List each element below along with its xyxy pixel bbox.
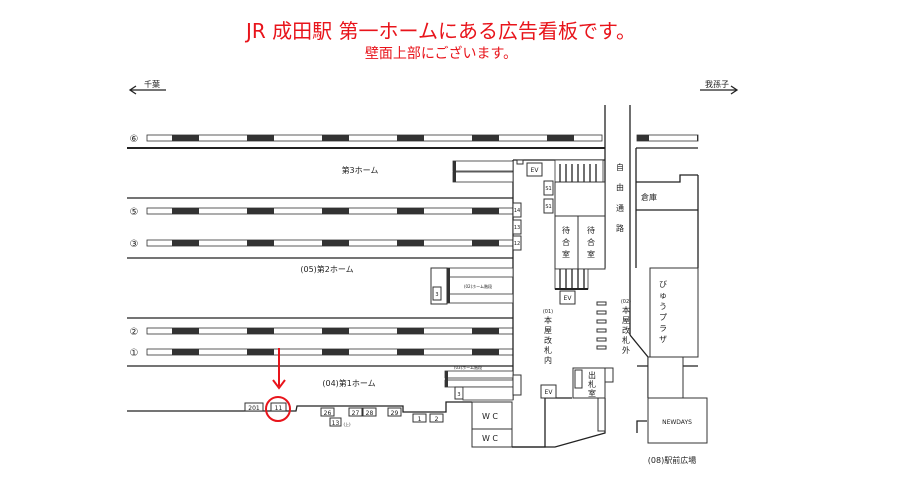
map-label: ゅ xyxy=(659,291,667,300)
map-label: ① xyxy=(130,348,139,359)
warehouse: 倉庫 xyxy=(635,174,698,268)
map-label: 2 xyxy=(435,416,439,423)
map-label: 12 xyxy=(514,241,520,247)
map-label: 外 xyxy=(622,345,630,355)
map-label: 屋 xyxy=(622,316,630,325)
map-label: ③ xyxy=(130,239,139,250)
map-label: 3 xyxy=(457,392,460,398)
map-label: 201 xyxy=(248,405,260,412)
map-label: 室 xyxy=(587,249,595,259)
map-label: (01) xyxy=(543,309,553,315)
waiting-room-1: 待 合 室 xyxy=(562,225,570,259)
stairs-platform-2: 3 (02)ホーム階段 xyxy=(430,267,514,305)
map-label: 14 xyxy=(514,208,520,214)
ticket-gates xyxy=(596,301,607,350)
map-label: 屋 xyxy=(544,326,552,335)
map-label: 室 xyxy=(588,388,596,398)
track-5: ⑤ xyxy=(130,207,514,218)
wc-label-2: W C xyxy=(482,434,498,443)
map-label: 13 xyxy=(332,420,340,427)
map-label: 28 xyxy=(366,410,374,417)
gate-inside-label: (01) 本 屋 改 札 内 xyxy=(543,309,553,365)
newdays-shop: NEWDAYS xyxy=(636,356,708,444)
map-label: ラ xyxy=(659,324,667,333)
platform-2-label: (05)第2ホーム xyxy=(300,264,353,274)
direction-chiba: 千葉 xyxy=(128,79,166,95)
map-label: 自 xyxy=(616,162,624,172)
map-label: 路 xyxy=(616,223,624,233)
map-subtitle: 壁面上部にございます。 xyxy=(365,45,517,62)
map-label: EV xyxy=(545,389,554,396)
stairs-platform-1: (03)ホーム階段 3 xyxy=(444,364,522,401)
map-label: 29 xyxy=(391,410,399,417)
track-6: ⑥ xyxy=(130,134,699,145)
direction-abiko: 我孫子 xyxy=(700,79,739,95)
station-core: EV xyxy=(554,159,606,305)
map-label: 札 xyxy=(588,379,596,389)
wc-label-1: W C xyxy=(482,412,498,421)
map-label: (上) xyxy=(343,421,351,427)
free-passage-label: 自 由 通 路 xyxy=(616,162,624,233)
gate-outside-label: (02) 本 屋 改 札 外 xyxy=(621,299,631,355)
ad-11-label: 11 xyxy=(275,405,283,412)
map-label: ザ xyxy=(659,335,667,344)
platform-3-label: 第3ホーム xyxy=(342,165,379,175)
map-label: (03)ホーム階段 xyxy=(454,364,482,370)
wc-area: W C W C EV xyxy=(471,384,606,448)
map-label: 内 xyxy=(544,355,552,365)
map-label: 由 xyxy=(616,182,624,192)
map-title: JR 成田駅 第一ホームにある広告看板です。 xyxy=(244,19,636,43)
ad-boxes-center: S1 S1 14 13 12 xyxy=(512,180,554,251)
map-label: 待 xyxy=(587,225,595,235)
map-label: 26 xyxy=(324,410,332,417)
map-label: 改 xyxy=(544,335,552,345)
map-label: び xyxy=(659,280,667,289)
map-label: 札 xyxy=(544,345,552,355)
map-label: 本 xyxy=(622,305,630,315)
station-square-label: (08)駅前広場 xyxy=(648,455,696,465)
map-label: NEWDAYS xyxy=(662,419,692,426)
view-plaza: び ゅ う プ ラ ザ xyxy=(649,267,699,358)
track-3: ③ xyxy=(130,239,514,250)
map-label: 出 xyxy=(588,370,596,380)
map-label: S1 xyxy=(545,186,551,192)
map-label: (02)ホーム階段 xyxy=(464,283,492,289)
direction-left-label: 千葉 xyxy=(144,79,160,89)
stairs-platform-3: EV xyxy=(452,159,543,183)
track-2: ② xyxy=(130,327,698,338)
highlight-arrow xyxy=(272,348,286,390)
map-label: 倉庫 xyxy=(641,192,657,202)
map-label: 合 xyxy=(587,237,595,247)
waiting-room-2: 待 合 室 xyxy=(587,225,595,259)
map-label: 27 xyxy=(352,410,360,417)
map-label: ② xyxy=(130,327,139,338)
platform-edges xyxy=(127,105,699,413)
track-1: ① xyxy=(130,348,698,359)
map-label: 本 xyxy=(544,315,552,325)
map-label: 13 xyxy=(514,225,520,231)
highlight-circle xyxy=(265,396,291,422)
map-label: 待 xyxy=(562,225,570,235)
ticket-office: 出 札 室 xyxy=(572,367,614,432)
map-label: プ xyxy=(659,313,667,322)
map-label: 1 xyxy=(418,416,422,423)
map-label: EV xyxy=(564,295,573,302)
map-label: ⑤ xyxy=(130,207,139,218)
map-label: EV xyxy=(531,167,540,174)
platform-1-label: (04)第1ホーム xyxy=(322,378,375,388)
ad-boxes-platform-1: 201 11 26 27 28 29 13 (上) 1 2 xyxy=(244,402,444,427)
direction-right-label: 我孫子 xyxy=(705,79,729,89)
map-label: S1 xyxy=(545,204,551,210)
map-label: 合 xyxy=(562,237,570,247)
map-label: 札 xyxy=(622,335,630,345)
map-label: ⑥ xyxy=(130,134,139,145)
map-label: (02) xyxy=(621,299,631,305)
map-label: 室 xyxy=(562,249,570,259)
map-label: 改 xyxy=(622,325,630,335)
map-label: 3 xyxy=(435,292,438,298)
map-label: う xyxy=(659,302,667,311)
map-label: 通 xyxy=(616,203,624,213)
